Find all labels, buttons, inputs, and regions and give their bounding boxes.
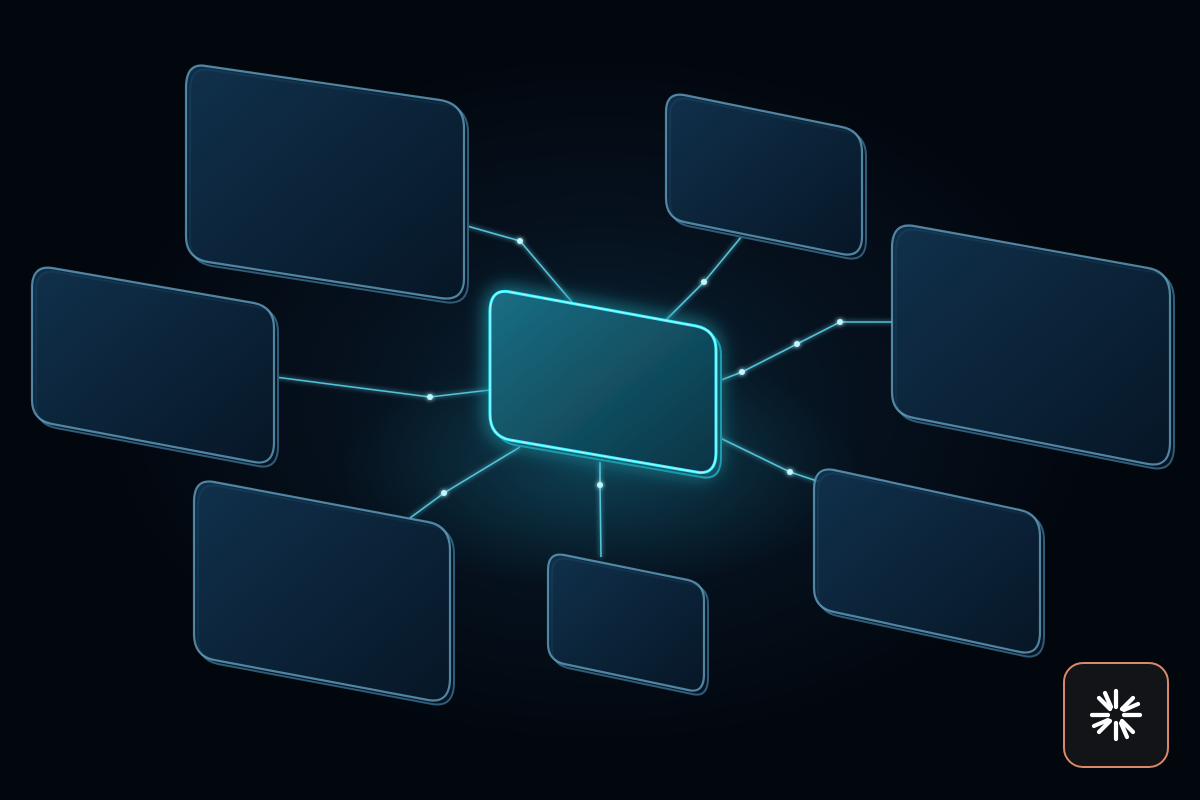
- connector-nodes: [427, 238, 843, 496]
- connector-node: [427, 394, 433, 400]
- central-hub: [488, 289, 722, 479]
- connector-node: [701, 279, 707, 285]
- panel-top-left: [184, 64, 469, 304]
- connector-node: [739, 369, 745, 375]
- connector-node: [837, 319, 843, 325]
- connector-node: [597, 482, 603, 488]
- connector-node: [441, 490, 447, 496]
- panel-bottom-center: [546, 553, 709, 696]
- connector-top-right: [665, 235, 743, 321]
- panel-right: [890, 224, 1175, 470]
- panel-bottom-left: [192, 480, 455, 706]
- panel-left: [30, 266, 279, 468]
- app-badge[interactable]: [1063, 662, 1169, 768]
- panel-top-right: [664, 93, 867, 260]
- connector-node: [794, 341, 800, 347]
- connector-node: [787, 469, 793, 475]
- connector-top-left: [459, 223, 573, 303]
- connector-node: [517, 238, 523, 244]
- panel-bottom-right: [812, 468, 1045, 658]
- asterisk-spark-icon: [1089, 688, 1143, 742]
- satellite-panels: [30, 64, 1175, 706]
